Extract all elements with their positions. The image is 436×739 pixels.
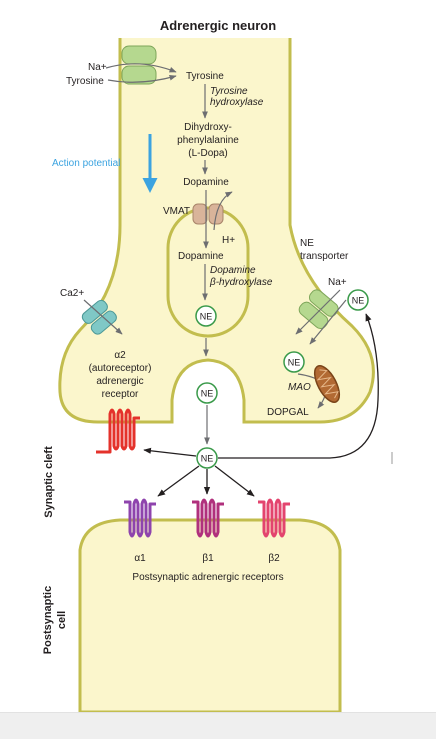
- enzyme-label-2: hydroxylase: [210, 97, 264, 108]
- ne-reuptake-label: NE: [288, 358, 301, 368]
- calcium-channel: [81, 299, 117, 335]
- ne-external-label: NE: [352, 296, 365, 306]
- tyrosine-transporter-channel: [121, 45, 157, 85]
- vmat-transporter: [192, 203, 224, 225]
- binding-arrow: [157, 465, 200, 497]
- beta2-receptor-icon: [258, 498, 290, 538]
- action-potential-label: Action potential: [52, 158, 120, 169]
- transport-arrow: [105, 63, 177, 73]
- bottom-bar: [0, 712, 436, 739]
- synaptic-cleft-label: Synaptic cleft: [43, 446, 55, 518]
- ne-cleft-label: NE: [201, 454, 214, 464]
- beta2-label: β2: [268, 553, 280, 564]
- ne-circle: [347, 289, 369, 311]
- dopamine-label-2: Dopamine: [178, 251, 224, 262]
- postsynaptic-cell-label-2: cell: [56, 611, 68, 629]
- diagram-title: Adrenergic neuron: [160, 18, 276, 33]
- reuptake-arrow: [218, 313, 379, 459]
- sodium-label-top: Na+: [88, 62, 107, 73]
- ne-transporter-label-1: NE: [300, 238, 314, 249]
- dopgal-label: DOPGAL: [267, 407, 309, 418]
- mitochondrion-icon: [313, 365, 341, 403]
- postsynaptic-cell-label-1: Postsynaptic: [42, 586, 54, 654]
- beta1-receptor-icon: [192, 498, 224, 538]
- transporter-arrow: [295, 289, 341, 335]
- calcium-arrow: [83, 299, 123, 335]
- ne-circle: [195, 305, 217, 327]
- alpha1-receptor-icon: [124, 498, 156, 538]
- transporter-arrow: [309, 299, 347, 345]
- vmat-label: VMAT: [163, 206, 190, 217]
- transport-arrow: [107, 74, 177, 83]
- ne-vesicle-label: NE: [200, 312, 213, 322]
- alpha2-label-1: α2: [114, 350, 126, 361]
- beta1-label: β1: [202, 553, 214, 564]
- ne-circle: [196, 382, 218, 404]
- postsynaptic-receptors-label: Postsynaptic adrenergic receptors: [132, 572, 283, 583]
- tyrosine-intracellular-label: Tyrosine: [186, 71, 224, 82]
- dbh-label-1: Dopamine: [210, 265, 256, 276]
- binding-arrow: [143, 447, 197, 457]
- alpha2-label-3: adrenergic: [96, 376, 143, 387]
- binding-arrow: [214, 465, 255, 497]
- ne-circle: [196, 447, 218, 469]
- ne-fusing-label: NE: [201, 389, 214, 399]
- alpha1-label: α1: [134, 553, 146, 564]
- enzyme-label-1: Tyrosine: [210, 86, 248, 97]
- postsynaptic-cell: [78, 518, 342, 714]
- ne-transporter-label-2: transporter: [300, 251, 349, 262]
- alpha2-label-4: receptor: [102, 389, 139, 400]
- sodium-transporter-label: Na+: [328, 277, 347, 288]
- alpha2-label-2: (autoreceptor): [89, 363, 152, 374]
- ne-circle: [283, 351, 305, 373]
- proton-arrow: [213, 191, 233, 231]
- tyrosine-extracellular-label: Tyrosine: [66, 76, 104, 87]
- alpha2-receptor-icon: [96, 408, 140, 454]
- ldopa-label-2: phenylalanine: [177, 135, 239, 146]
- calcium-label: Ca2+: [60, 288, 84, 299]
- ldopa-label-1: Dihydroxy-: [184, 122, 232, 133]
- synaptic-vesicle: [166, 206, 250, 338]
- dbh-label-2: β-hydroxylase: [209, 277, 273, 288]
- mao-label: MAO: [288, 382, 311, 393]
- dopamine-label-1: Dopamine: [183, 177, 229, 188]
- proton-label: H+: [222, 235, 235, 246]
- ldopa-label-3: (L-Dopa): [188, 148, 227, 159]
